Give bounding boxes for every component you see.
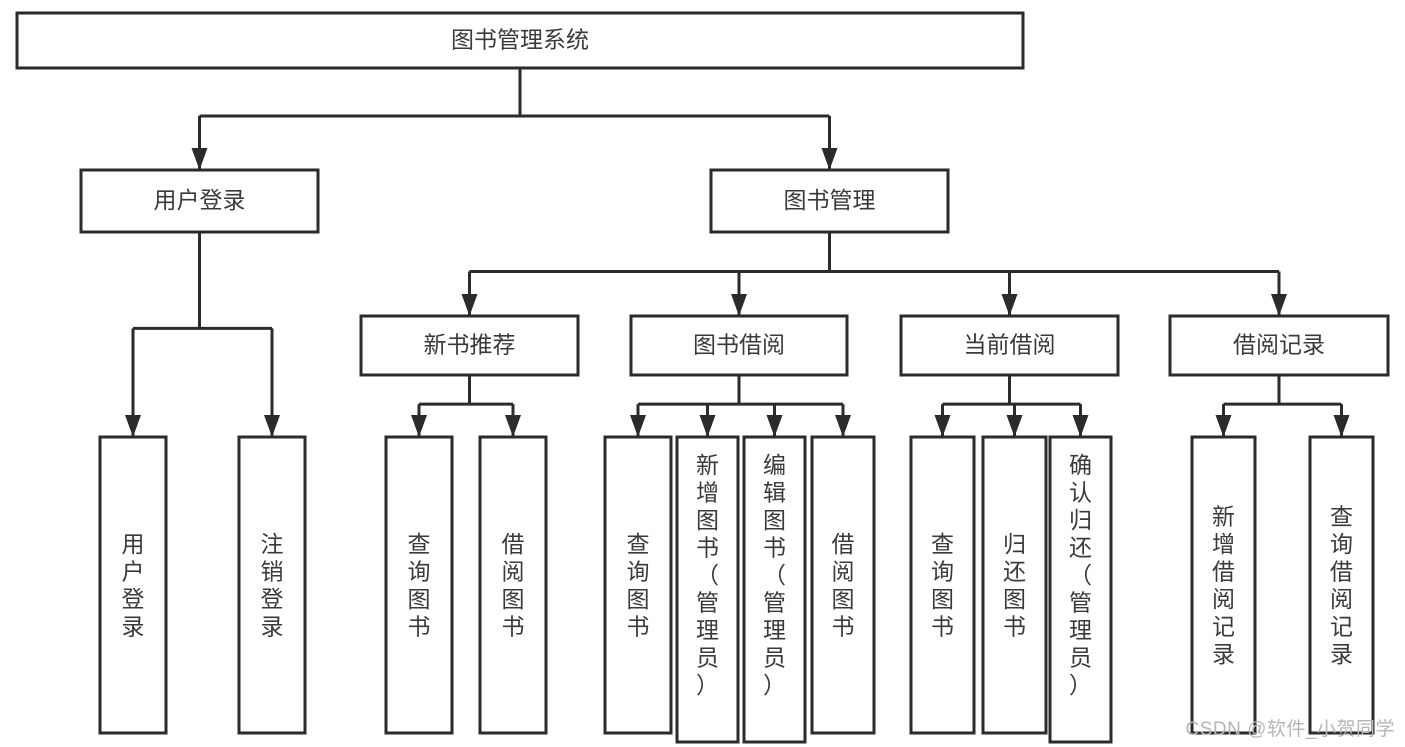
- node-leaf-query-book-2[interactable]: 查询图书: [603, 435, 673, 735]
- arrow-head-icon: [835, 415, 851, 437]
- node-box[interactable]: [629, 314, 849, 377]
- node-label: 编辑图书（管理员）: [763, 452, 786, 698]
- node-login[interactable]: 用户登录: [79, 168, 320, 234]
- connector-layer: [125, 68, 1350, 437]
- node-box[interactable]: [1190, 435, 1257, 735]
- node-label: 用户登录: [154, 187, 246, 213]
- arrow-head-icon: [264, 415, 280, 437]
- node-box[interactable]: [1048, 435, 1113, 744]
- node-box[interactable]: [981, 435, 1048, 735]
- node-leaf-query-record[interactable]: 查询借阅记录: [1308, 435, 1375, 735]
- node-newbook[interactable]: 新书推荐: [359, 314, 580, 377]
- node-leaf-return-book[interactable]: 归还图书: [981, 435, 1048, 735]
- node-box[interactable]: [478, 435, 548, 735]
- node-borrow[interactable]: 图书借阅: [629, 314, 849, 377]
- node-box[interactable]: [15, 11, 1025, 70]
- node-label: 查询图书: [627, 531, 650, 640]
- node-box[interactable]: [603, 435, 673, 735]
- node-box[interactable]: [909, 435, 976, 735]
- node-box[interactable]: [742, 435, 807, 744]
- arrow-head-icon: [1333, 415, 1350, 437]
- node-label: 新增借阅记录: [1212, 504, 1235, 668]
- node-leaf-borrow-book-1[interactable]: 借阅图书: [478, 435, 548, 735]
- node-label: 用户登录: [122, 531, 145, 640]
- node-box[interactable]: [384, 435, 454, 735]
- arrow-head-icon: [1072, 415, 1089, 437]
- arrow-head-icon: [934, 415, 951, 437]
- arrow-head-icon: [191, 148, 208, 170]
- node-box[interactable]: [1308, 435, 1375, 735]
- node-current[interactable]: 当前借阅: [899, 314, 1120, 377]
- node-box[interactable]: [98, 435, 168, 735]
- node-layer: 图书管理系统用户登录图书管理新书推荐图书借阅当前借阅借阅记录用户登录注销登录查询…: [15, 11, 1390, 744]
- node-label: 当前借阅: [964, 332, 1056, 358]
- node-box[interactable]: [899, 314, 1120, 377]
- node-box[interactable]: [675, 435, 740, 744]
- node-label: 新增图书（管理员）: [696, 452, 719, 698]
- node-leaf-query-book-1[interactable]: 查询图书: [384, 435, 454, 735]
- node-label: 借阅记录: [1233, 332, 1325, 358]
- node-label: 新书推荐: [424, 332, 516, 358]
- node-label: 借阅图书: [502, 531, 525, 640]
- arrow-head-icon: [630, 415, 646, 437]
- node-label: 查询图书: [931, 531, 954, 640]
- arrow-head-icon: [731, 294, 747, 316]
- node-leaf-add-book[interactable]: 新增图书（管理员）: [675, 435, 740, 744]
- node-box[interactable]: [810, 435, 876, 735]
- arrow-head-icon: [1006, 415, 1023, 437]
- node-label: 图书管理: [784, 187, 876, 213]
- node-label: 查询图书: [408, 531, 431, 640]
- arrow-head-icon: [1215, 415, 1232, 437]
- node-box[interactable]: [1168, 314, 1390, 377]
- arrow-head-icon: [411, 415, 427, 437]
- arrow-head-icon: [125, 415, 141, 437]
- node-leaf-query-book-3[interactable]: 查询图书: [909, 435, 976, 735]
- node-box[interactable]: [359, 314, 580, 377]
- node-leaf-borrow-book-2[interactable]: 借阅图书: [810, 435, 876, 735]
- node-records[interactable]: 借阅记录: [1168, 314, 1390, 377]
- node-label: 归还图书: [1003, 531, 1026, 640]
- arrow-head-icon: [766, 415, 783, 437]
- node-label: 确认归还（管理员）: [1069, 452, 1092, 698]
- node-label: 图书借阅: [693, 332, 785, 358]
- node-leaf-user-logout[interactable]: 注销登录: [237, 435, 307, 735]
- node-box[interactable]: [79, 168, 320, 234]
- arrow-head-icon: [461, 294, 478, 316]
- node-leaf-user-login[interactable]: 用户登录: [98, 435, 168, 735]
- node-leaf-confirm-return[interactable]: 确认归还（管理员）: [1048, 435, 1113, 744]
- arrow-head-icon: [699, 415, 716, 437]
- arrow-head-icon: [821, 148, 838, 170]
- node-label: 借阅图书: [832, 531, 855, 640]
- node-label: 图书管理系统: [451, 27, 589, 53]
- arrow-head-icon: [1001, 294, 1018, 316]
- node-box[interactable]: [709, 168, 950, 234]
- node-leaf-add-record[interactable]: 新增借阅记录: [1190, 435, 1257, 735]
- node-label: 查询借阅记录: [1330, 504, 1353, 668]
- node-root[interactable]: 图书管理系统: [15, 11, 1025, 70]
- node-leaf-edit-book[interactable]: 编辑图书（管理员）: [742, 435, 807, 744]
- node-bookmgmt[interactable]: 图书管理: [709, 168, 950, 234]
- arrow-head-icon: [505, 415, 521, 437]
- arrow-head-icon: [1271, 294, 1287, 316]
- node-box[interactable]: [237, 435, 307, 735]
- node-label: 注销登录: [261, 531, 284, 640]
